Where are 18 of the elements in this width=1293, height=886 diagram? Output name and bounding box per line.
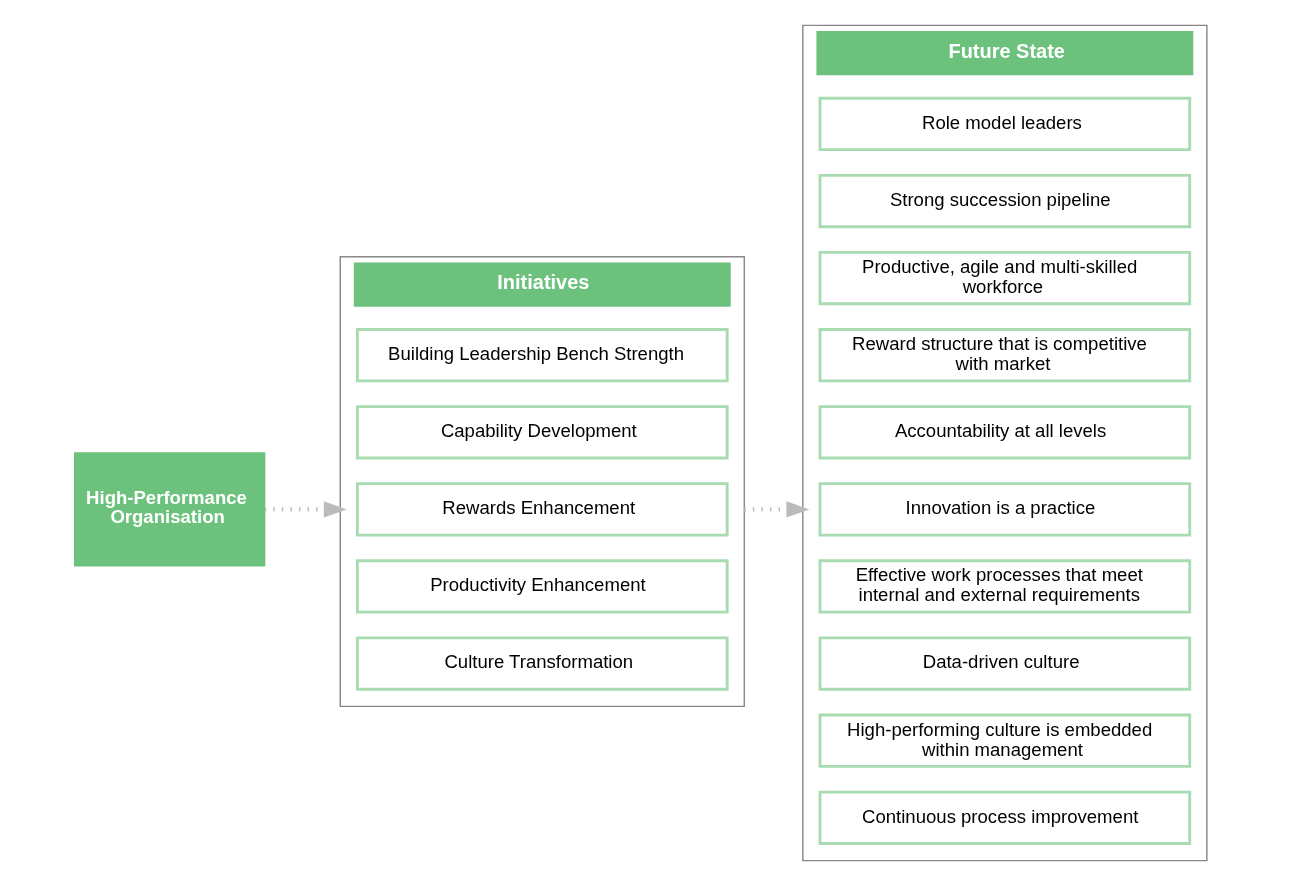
node-box: Innovation is a practice: [818, 482, 1192, 537]
node-box: Productivity Enhancement: [355, 559, 729, 614]
node-box: Continuous process improvement: [818, 790, 1192, 845]
node-box: Role model leaders: [818, 96, 1192, 152]
node-box: High-performing culture is embedded within management: [818, 713, 1192, 768]
node-box: Strong succession pipeline: [818, 173, 1192, 229]
node-box: Culture Transformation: [355, 636, 729, 691]
node-box: Effective work processes that meet internal and external requirements: [818, 559, 1192, 614]
node-box: Capability Development: [355, 405, 729, 460]
node-box: Data-driven culture: [818, 636, 1192, 691]
node-box: Accountability at all levels: [818, 405, 1192, 460]
arrow: [744, 501, 810, 518]
node-box: Reward structure that is competitive with market: [818, 328, 1192, 383]
node-box: Productive, agile and multi-skilled workforce: [818, 250, 1192, 306]
node-box: High-Performance Organisation: [74, 452, 266, 567]
arrow: [264, 501, 347, 518]
node-box: Rewards Enhancement: [355, 482, 729, 537]
node-box: Building Leadership Bench Strength: [355, 328, 729, 383]
